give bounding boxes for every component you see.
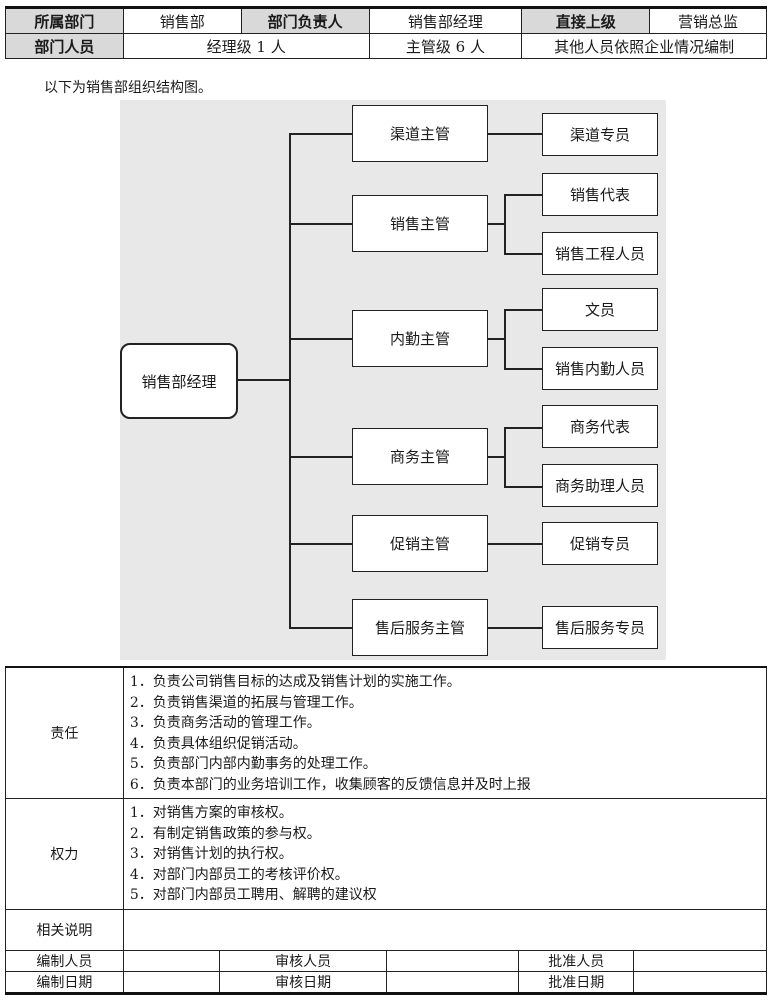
intro-text: 以下为销售部组织结构图。 — [44, 80, 212, 96]
staff-node: 促销专员 — [542, 522, 658, 565]
prepared-by-label: 编制人员 — [5, 950, 124, 972]
authority-item: 2．有制定销售政策的参与权。 — [129, 825, 321, 842]
prepared-date-value — [122, 971, 220, 994]
footer-row-2: 编制日期 审核日期 批准日期 — [5, 971, 767, 994]
manager-branch — [289, 223, 352, 225]
dept-label: 所属部门 — [5, 7, 124, 34]
footer-row-1: 编制人员 审核人员 批准人员 — [5, 950, 767, 972]
authority-label: 权力 — [5, 798, 124, 910]
supervisor-value: 营销总监 — [649, 7, 767, 34]
authority-list: 1．对销售方案的审核权。 2．有制定销售政策的参与权。 3．对销售计划的执行权。… — [124, 799, 766, 909]
staff-connector — [504, 194, 506, 253]
notes-row: 相关说明 — [5, 909, 768, 951]
staff-manager-count: 经理级 1 人 — [122, 33, 370, 59]
manager-branch — [289, 627, 352, 629]
staff-connector — [504, 309, 542, 311]
authority-item: 1．对销售方案的审核权。 — [129, 805, 293, 822]
duties-table: 责任 1．负责公司销售目标的达成及销售计划的实施工作。 2．负责销售渠道的拓展与… — [5, 666, 768, 995]
reviewed-date-value — [386, 971, 520, 994]
staff-connector — [504, 309, 506, 368]
manager-trunk — [289, 133, 291, 627]
notes-label: 相关说明 — [5, 909, 124, 951]
staff-node: 销售代表 — [542, 173, 658, 216]
staff-node: 商务助理人员 — [542, 464, 658, 507]
header-table: 所属部门 销售部 部门负责人 销售部经理 直接上级 营销总监 部门人员 经理级 … — [5, 6, 767, 59]
prepared-by-value — [122, 950, 220, 972]
responsibility-cell: 1．负责公司销售目标的达成及销售计划的实施工作。 2．负责销售渠道的拓展与管理工… — [122, 666, 768, 799]
manager-branch — [289, 338, 352, 340]
approved-by-value — [633, 950, 767, 972]
staff-connector — [488, 627, 542, 629]
staff-node: 售后服务专员 — [542, 606, 658, 649]
dept-head-value: 销售部经理 — [368, 7, 523, 34]
staff-connector — [488, 543, 542, 545]
reviewed-by-label: 审核人员 — [218, 950, 388, 972]
staff-node: 销售工程人员 — [542, 232, 658, 275]
authority-item: 3．对销售计划的执行权。 — [129, 846, 293, 863]
staff-connector — [504, 427, 506, 486]
root-connector — [236, 379, 290, 381]
manager-node: 内勤主管 — [352, 310, 488, 367]
org-chart: 销售部经理 渠道主管 销售主管 内勤主管 商务主管 促销主管 售后服务主管 渠道… — [120, 100, 666, 660]
responsibility-item: 2．负责销售渠道的拓展与管理工作。 — [129, 694, 363, 711]
dept-value: 销售部 — [122, 7, 242, 34]
responsibility-item: 1．负责公司销售目标的达成及销售计划的实施工作。 — [129, 674, 461, 690]
authority-row: 权力 1．对销售方案的审核权。 2．有制定销售政策的参与权。 3．对销售计划的执… — [5, 798, 768, 910]
reviewed-by-value — [386, 950, 520, 972]
responsibility-item: 4．负责具体组织促销活动。 — [129, 735, 307, 752]
staff-node: 文员 — [542, 288, 658, 331]
staff-node: 商务代表 — [542, 405, 658, 448]
manager-node: 渠道主管 — [352, 105, 488, 162]
header-row-2: 部门人员 经理级 1 人 主管级 6 人 其他人员依照企业情况编制 — [5, 33, 767, 59]
staff-connector — [488, 223, 505, 225]
staff-connector — [504, 486, 542, 488]
authority-item: 5．对部门内部员工聘用、解聘的建议权 — [129, 887, 377, 904]
dept-head-label: 部门负责人 — [240, 7, 370, 34]
manager-branch — [289, 133, 352, 135]
manager-branch — [289, 456, 352, 458]
staff-supervisor-count: 主管级 6 人 — [368, 33, 523, 59]
manager-node: 商务主管 — [352, 428, 488, 485]
staff-connector — [504, 253, 542, 255]
manager-node: 促销主管 — [352, 515, 488, 572]
responsibility-item: 5．负责部门内部内勤事务的处理工作。 — [129, 756, 377, 772]
staff-connector — [504, 194, 542, 196]
staff-connector — [488, 456, 505, 458]
manager-node: 售后服务主管 — [352, 599, 488, 656]
responsibility-list: 1．负责公司销售目标的达成及销售计划的实施工作。 2．负责销售渠道的拓展与管理工… — [124, 668, 766, 798]
header-row-1: 所属部门 销售部 部门负责人 销售部经理 直接上级 营销总监 — [5, 7, 767, 34]
approved-date-label: 批准日期 — [518, 971, 635, 994]
staff-connector — [488, 338, 505, 340]
staff-connector — [504, 368, 542, 370]
manager-node: 销售主管 — [352, 195, 488, 252]
approved-date-value — [633, 971, 767, 994]
approved-by-label: 批准人员 — [518, 950, 635, 972]
responsibility-row: 责任 1．负责公司销售目标的达成及销售计划的实施工作。 2．负责销售渠道的拓展与… — [5, 666, 768, 799]
staff-node: 销售内勤人员 — [542, 347, 658, 390]
supervisor-label: 直接上级 — [521, 7, 651, 34]
staff-other: 其他人员依照企业情况编制 — [521, 33, 767, 59]
authority-cell: 1．对销售方案的审核权。 2．有制定销售政策的参与权。 3．对销售计划的执行权。… — [122, 798, 768, 910]
responsibility-item: 3．负责商务活动的管理工作。 — [129, 715, 321, 731]
notes-cell — [122, 909, 768, 951]
authority-item: 4．对部门内部员工的考核评价权。 — [129, 866, 349, 883]
staff-node: 渠道专员 — [542, 113, 658, 156]
manager-branch — [289, 543, 352, 545]
staff-label: 部门人员 — [5, 33, 124, 59]
responsibility-item: 6．负责本部门的业务培训工作，收集顾客的反馈信息并及时上报 — [129, 776, 531, 793]
org-root-node: 销售部经理 — [120, 343, 238, 419]
staff-connector — [504, 427, 542, 429]
responsibility-label: 责任 — [5, 666, 124, 799]
reviewed-date-label: 审核日期 — [218, 971, 388, 994]
prepared-date-label: 编制日期 — [5, 971, 124, 994]
staff-connector — [488, 133, 542, 135]
